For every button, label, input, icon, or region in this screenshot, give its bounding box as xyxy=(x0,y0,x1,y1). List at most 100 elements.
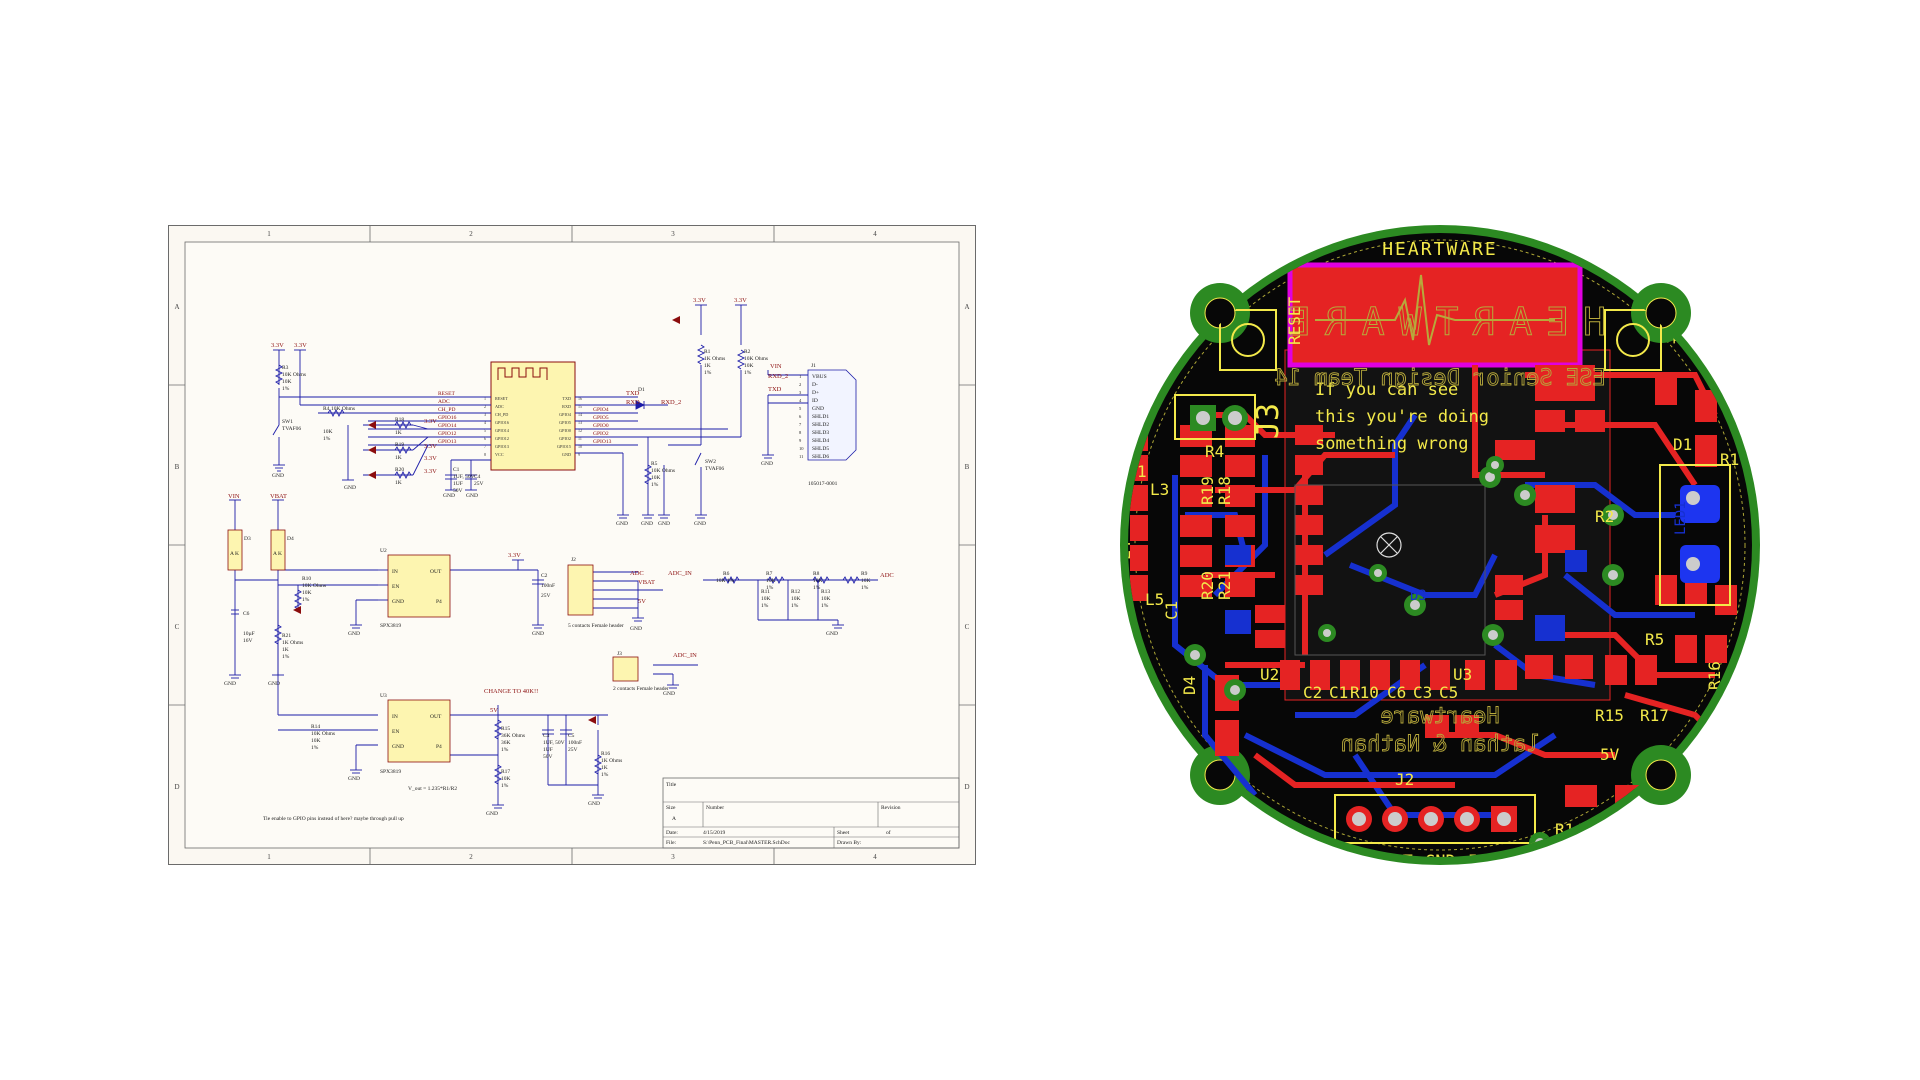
logo-area xyxy=(1287,262,1583,368)
mcu-left-pin: GPIO14 xyxy=(495,428,510,433)
u2-gnd: GND xyxy=(392,599,404,605)
zone-col-2-bottom: 2 xyxy=(469,853,473,861)
val-r20: 1K xyxy=(395,480,402,486)
gnd-label: GND xyxy=(826,631,838,637)
ref-d1: D1 xyxy=(638,387,645,393)
label-adc-in-j3: ADC_IN xyxy=(673,652,697,659)
message-line-3: something wrong xyxy=(1315,434,1469,454)
val2-r4: 10K xyxy=(323,429,333,435)
silk-r2: R2 xyxy=(1595,507,1614,526)
tol-r14: 1% xyxy=(311,745,319,751)
val-r3: 10K Ohms xyxy=(282,372,306,378)
tol-r13: 1% xyxy=(821,603,829,609)
usb-pin-label: SHLD4 xyxy=(812,438,829,444)
ref-r18: R18 xyxy=(395,417,404,423)
tol-r9: 1% xyxy=(861,585,869,591)
tol-r15: 1% xyxy=(501,747,509,753)
gnd-label: GND xyxy=(694,521,706,527)
zone-row-b-right: B xyxy=(965,463,970,471)
ref-c4: C4 xyxy=(474,474,481,480)
led1-outline xyxy=(1659,464,1731,606)
gnd-label: GND xyxy=(348,631,360,637)
schematic-diagram: 1 2 3 4 1 2 3 4 A B C D A B C D RESET1AD… xyxy=(168,225,976,865)
val-r5: 10K Ohms xyxy=(651,468,675,474)
desc-j2: 5 contacts Female header xyxy=(568,623,624,629)
mcu-left-pin-number: 6 xyxy=(484,436,486,441)
mcu-right-pin-number: 12 xyxy=(578,428,582,433)
silk-u2: U2 xyxy=(1260,665,1279,684)
silk-j3: J3 xyxy=(1251,403,1286,439)
mcu-right-net: GPIO4 xyxy=(593,407,609,413)
usb-pin-label: SHLD6 xyxy=(812,454,829,460)
val-c6: 10µF xyxy=(243,631,255,637)
mounting-holes xyxy=(1190,283,1691,805)
ref-sw2: SW2 xyxy=(705,459,716,465)
schematic-components xyxy=(227,316,857,763)
file-value: S:\Penn_PCB_Final\MASTER.SchDoc xyxy=(703,840,791,846)
sheet-label: Sheet xyxy=(837,830,850,836)
gnd-label: GND xyxy=(641,521,653,527)
label-adc-in: ADC_IN xyxy=(668,570,692,577)
label-rxd2-usb: RXD_2 xyxy=(768,373,788,380)
val-r11: 10K xyxy=(761,596,771,602)
silk-5v: 5V xyxy=(1600,745,1620,764)
usb-pin-label: ID xyxy=(812,398,818,404)
ref-r19: R19 xyxy=(395,442,404,448)
silk-led1: LED1 xyxy=(1673,501,1689,535)
mcu-right-net: GPIO13 xyxy=(593,439,612,445)
size-label: Size xyxy=(666,805,676,811)
usb-pin-number: 11 xyxy=(799,454,803,459)
val-r8: 10K xyxy=(813,578,823,584)
mcu-left-pin-number: 8 xyxy=(484,452,486,457)
date-value: 4/15/2019 xyxy=(703,830,726,836)
label-5v-net: 5V xyxy=(638,598,646,605)
val-r19: 1K xyxy=(395,455,402,461)
usb-pin-label: SHLD1 xyxy=(812,414,829,420)
zone-row-c-right: C xyxy=(965,623,970,631)
zone-col-2: 2 xyxy=(469,230,473,238)
zone-col-3: 3 xyxy=(671,230,675,238)
zone-col-4-bottom: 4 xyxy=(873,853,877,861)
val-r2: 10K Ohms xyxy=(744,356,768,362)
zone-row-d: D xyxy=(174,783,179,791)
silk-l3: L3 xyxy=(1150,480,1169,499)
u3-gnd: GND xyxy=(392,744,404,750)
mcu-right-pin-number: 14 xyxy=(578,412,582,417)
mcu-right-pin: GPIO4 xyxy=(559,412,572,417)
header-label-5v: 5V xyxy=(1468,852,1488,872)
ref-j2-top: J2 xyxy=(571,557,576,563)
silk-r18: R18 xyxy=(1215,476,1234,505)
zone-col-4: 4 xyxy=(873,230,877,238)
val-r21: 1K Ohms xyxy=(282,640,303,646)
u2-out: OUT xyxy=(430,569,442,575)
usb-pin-number: 9 xyxy=(799,438,802,443)
usb-pin-label: D- xyxy=(812,382,818,388)
tol-r10: 1% xyxy=(302,597,310,603)
mcu-left-pin: VCC xyxy=(495,452,504,457)
ref-r6: R6 xyxy=(723,571,730,577)
usb-pin-number: 8 xyxy=(799,430,802,435)
ref-r3: R3 xyxy=(282,365,289,371)
mirrored-silkscreen: ESE Senior Design Team 14 Heartware lath… xyxy=(1274,366,1606,758)
mcu-right-pin: TXD xyxy=(562,396,571,401)
label-txd: TXD xyxy=(626,390,640,397)
gnd-label: GND xyxy=(588,801,600,807)
j2-header xyxy=(1334,794,1536,844)
silk-d1: D1 xyxy=(1673,435,1692,454)
val-c3: 1UF, 50V xyxy=(543,740,565,746)
mcu-left-pin-number: 3 xyxy=(484,412,486,417)
label-rxd: RXD xyxy=(626,399,640,406)
j2-pins xyxy=(1346,806,1517,832)
silk-r17: R17 xyxy=(1640,706,1669,725)
label-rxd2: RXD_2 xyxy=(661,399,681,406)
val-r7: 10K xyxy=(766,578,776,584)
mcu-left-net: GPIO14 xyxy=(438,423,457,429)
header-label-gnd: GND xyxy=(1425,852,1456,872)
mcu-left-pin: GPIO16 xyxy=(495,420,509,425)
mcu-right-pin-number: 13 xyxy=(578,420,582,425)
mcu-left-pin: CH_PD xyxy=(495,412,508,417)
mcu-right-pin-number: 9 xyxy=(578,452,580,457)
zone-col-1: 1 xyxy=(267,230,271,238)
u3-en: EN xyxy=(392,729,399,735)
usb-pin-label: SHLD5 xyxy=(812,446,829,452)
